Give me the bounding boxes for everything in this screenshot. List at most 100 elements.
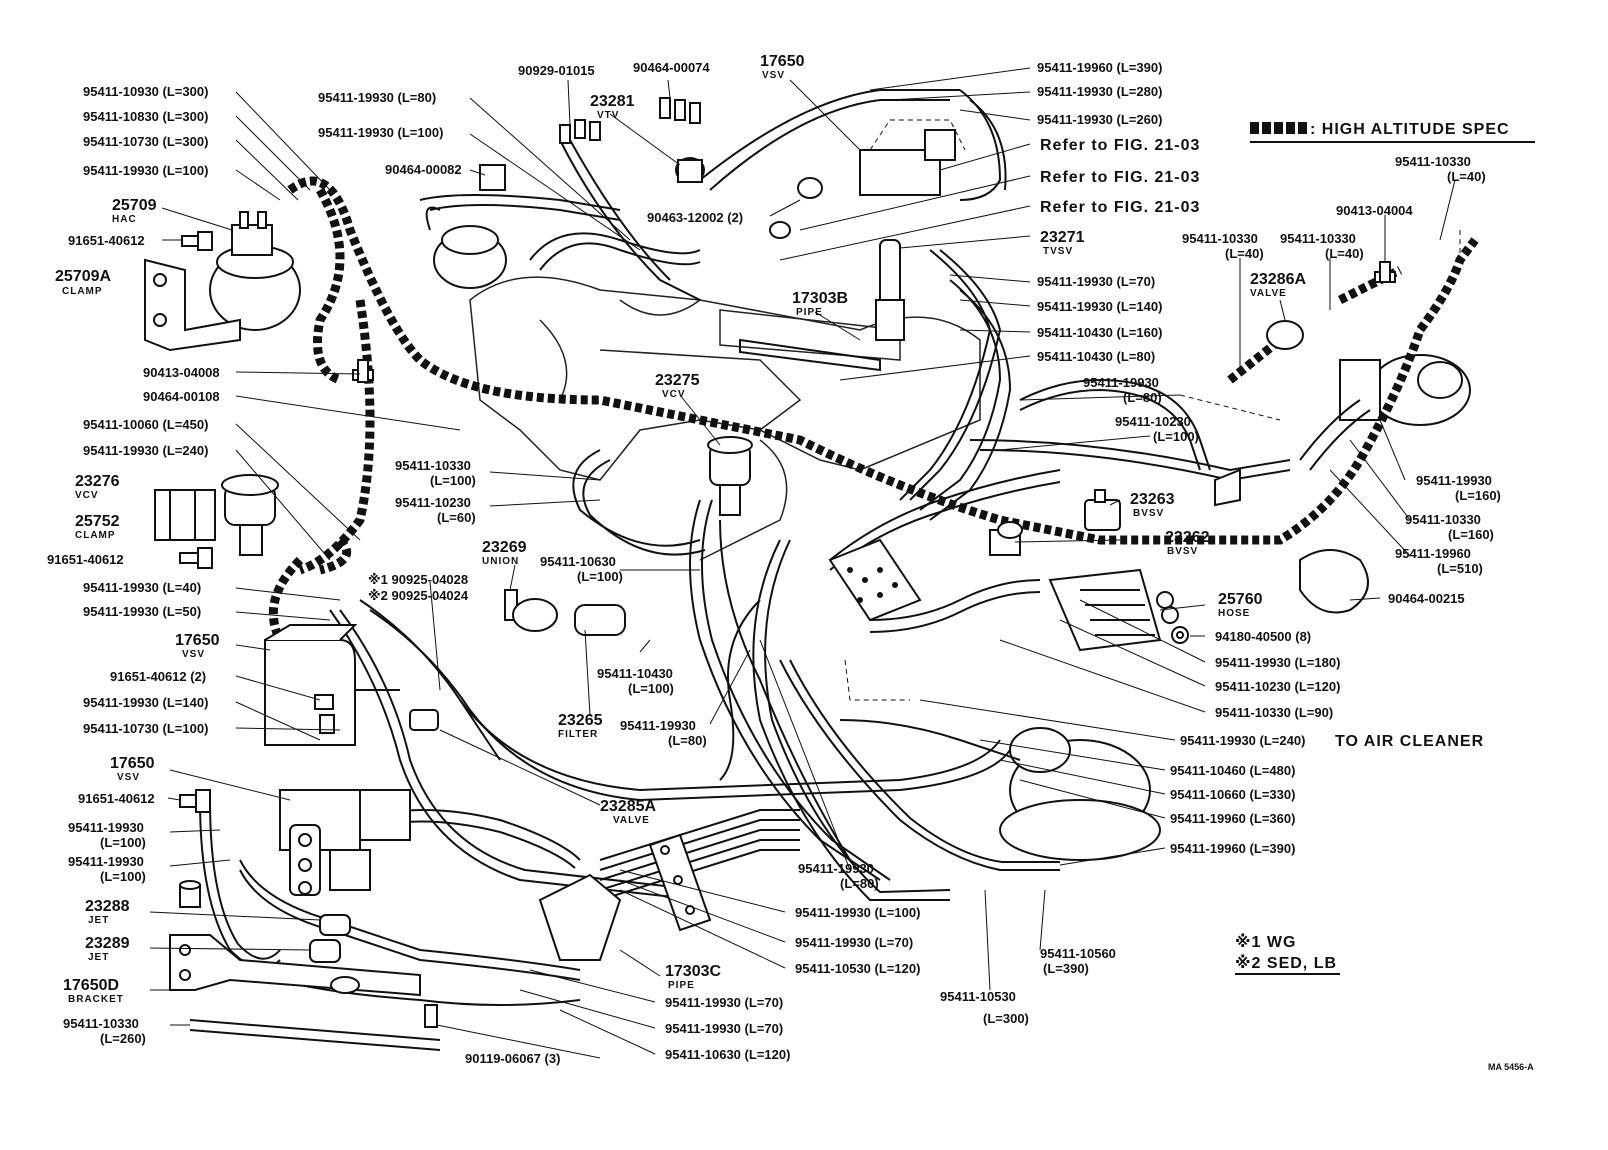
label-l16: 95411-19930 (L=50): [83, 604, 201, 619]
label-c07: ※2 90925-04024: [368, 588, 469, 603]
union-90413-04004: [1374, 261, 1396, 283]
label-l07-name: CLAMP: [62, 286, 103, 297]
vacuum-diaphragm: [425, 206, 507, 289]
label-r07-name: TVSV: [1043, 246, 1073, 257]
clamp-right-mount: [1214, 468, 1241, 507]
label-l13-name: CLAMP: [75, 530, 116, 541]
label-c09-name: FILTER: [558, 729, 598, 740]
label-l05-name: HAC: [112, 214, 137, 225]
distribution-block: [828, 538, 922, 622]
label-t01: 95411-19930 (L=80): [318, 90, 436, 105]
air-cleaner-assembly: [999, 727, 1161, 861]
vcv-23276: [154, 474, 279, 556]
note-sed-lb: ※2 SED, LB: [1235, 954, 1337, 972]
label-t07: 90464-00082: [385, 162, 462, 177]
label-p01-pn: 17303B: [792, 290, 848, 307]
label-h01: 95411-10330: [1395, 154, 1471, 169]
label-b10b: (L=390): [1043, 961, 1089, 976]
label-h13: 90464-00215: [1388, 591, 1465, 606]
label-h17: 95411-10230 (L=120): [1215, 679, 1340, 694]
label-t02: 95411-19930 (L=100): [318, 125, 443, 140]
bracket-17650d: [169, 934, 421, 997]
to-air-cleaner: TO AIR CLEANER: [1335, 733, 1484, 750]
label-h22: 95411-19960 (L=360): [1170, 811, 1295, 826]
label-l17-pn: 17650: [175, 632, 220, 649]
bolt-91651-40612-b: [179, 547, 213, 569]
bolt-91651-40612-c: [179, 789, 211, 813]
label-r06: Refer to FIG. 21-03: [1040, 199, 1200, 216]
label-l25-name: JET: [88, 915, 109, 926]
label-c02b: (L=100): [430, 473, 476, 488]
label-h10: 95411-19930: [1416, 473, 1492, 488]
label-l07-pn: 25709A: [55, 268, 111, 285]
label-t04: 90464-00074: [633, 60, 710, 75]
label-l21-name: VSV: [117, 772, 140, 783]
label-h16: 95411-19930 (L=180): [1215, 655, 1340, 670]
label-l19: 95411-19930 (L=140): [83, 695, 208, 710]
label-l10: 95411-10060 (L=450): [83, 417, 208, 432]
label-b04: 95411-10530 (L=120): [795, 961, 920, 976]
clip-94180-40500: [1171, 626, 1189, 644]
label-l13-pn: 25752: [75, 513, 120, 530]
filter-23265: [512, 598, 626, 636]
label-t05-pn: 17650: [760, 53, 805, 70]
labels-right-top: 95411-19960 (L=390) 95411-19930 (L=280) …: [792, 60, 1200, 364]
label-h19: 95411-19930 (L=240): [1180, 733, 1305, 748]
bvsv-23263: [1084, 489, 1121, 531]
label-b06: 95411-19930 (L=70): [665, 995, 783, 1010]
label-h02: 90413-04004: [1336, 203, 1413, 218]
clip-90464-00082: [479, 164, 506, 191]
label-b11b: (L=300): [983, 1011, 1029, 1026]
label-r11: 95411-10430 (L=80): [1037, 349, 1155, 364]
label-l25-pn: 23288: [85, 898, 130, 915]
valve-23285a: [409, 699, 501, 761]
bracket-center: [538, 873, 622, 961]
label-h08-pn: 23263: [1130, 491, 1175, 508]
label-l06: 91651-40612: [68, 233, 145, 248]
clip-90464-00074: [659, 97, 701, 124]
label-l18: 91651-40612 (2): [110, 669, 206, 684]
labels-right: 95411-10330 (L=40) 90413-04004 95411-103…: [1083, 154, 1501, 856]
label-h14-pn: 25760: [1218, 591, 1263, 608]
pipe-17303b: [739, 338, 881, 372]
label-h15: 94180-40500 (8): [1215, 629, 1311, 644]
drawing-id: MA 5456-A: [1488, 1062, 1534, 1072]
bvsv-23262: [989, 521, 1023, 556]
label-h06b: (L=80): [1123, 390, 1162, 405]
jet-23288: [179, 880, 351, 936]
label-h01b: (L=40): [1447, 169, 1486, 184]
fitting-90929-01015: [559, 119, 601, 144]
vsv-17650-top: [859, 119, 966, 196]
label-l23: 95411-19930: [68, 820, 144, 835]
label-l12-name: VCV: [75, 490, 99, 501]
label-l24b: (L=100): [100, 869, 146, 884]
labels-bottom: 95411-19930 (L=80) 95411-19930 (L=100) 9…: [465, 861, 1116, 1066]
tvsv-23271: [875, 239, 905, 341]
label-r05: Refer to FIG. 21-03: [1040, 169, 1200, 186]
label-c10b: (L=80): [668, 733, 707, 748]
label-h09-pn: 23262: [1165, 529, 1210, 546]
label-b08: 95411-10630 (L=120): [665, 1047, 790, 1062]
valve-23286a: [1266, 320, 1304, 350]
label-h07b: (L=100): [1153, 429, 1199, 444]
label-b01: 95411-19930: [798, 861, 874, 876]
label-l09: 90464-00108: [143, 389, 220, 404]
label-h05-name: VALVE: [1250, 288, 1287, 299]
label-l08: 90413-04008: [143, 365, 220, 380]
label-c06: ※1 90925-04028: [368, 572, 468, 587]
label-t03: 90929-01015: [518, 63, 595, 78]
label-b11: 95411-10530: [940, 989, 1016, 1004]
jet-23289: [309, 939, 341, 963]
label-h11b: (L=160): [1448, 527, 1494, 542]
label-h08-name: BVSV: [1133, 508, 1164, 519]
clamp-90463-12002: [769, 177, 823, 239]
label-c11-name: VALVE: [613, 815, 650, 826]
bolt-90119-06067: [424, 1004, 438, 1028]
label-l17-name: VSV: [182, 649, 205, 660]
label-b02: 95411-19930 (L=100): [795, 905, 920, 920]
label-l23b: (L=100): [100, 835, 146, 850]
labels-left: 95411-10930 (L=300) 95411-10830 (L=300) …: [47, 84, 220, 1046]
vcv-23275: [707, 436, 753, 516]
variant-notes: ※1 WG ※2 SED, LB: [1235, 933, 1340, 975]
